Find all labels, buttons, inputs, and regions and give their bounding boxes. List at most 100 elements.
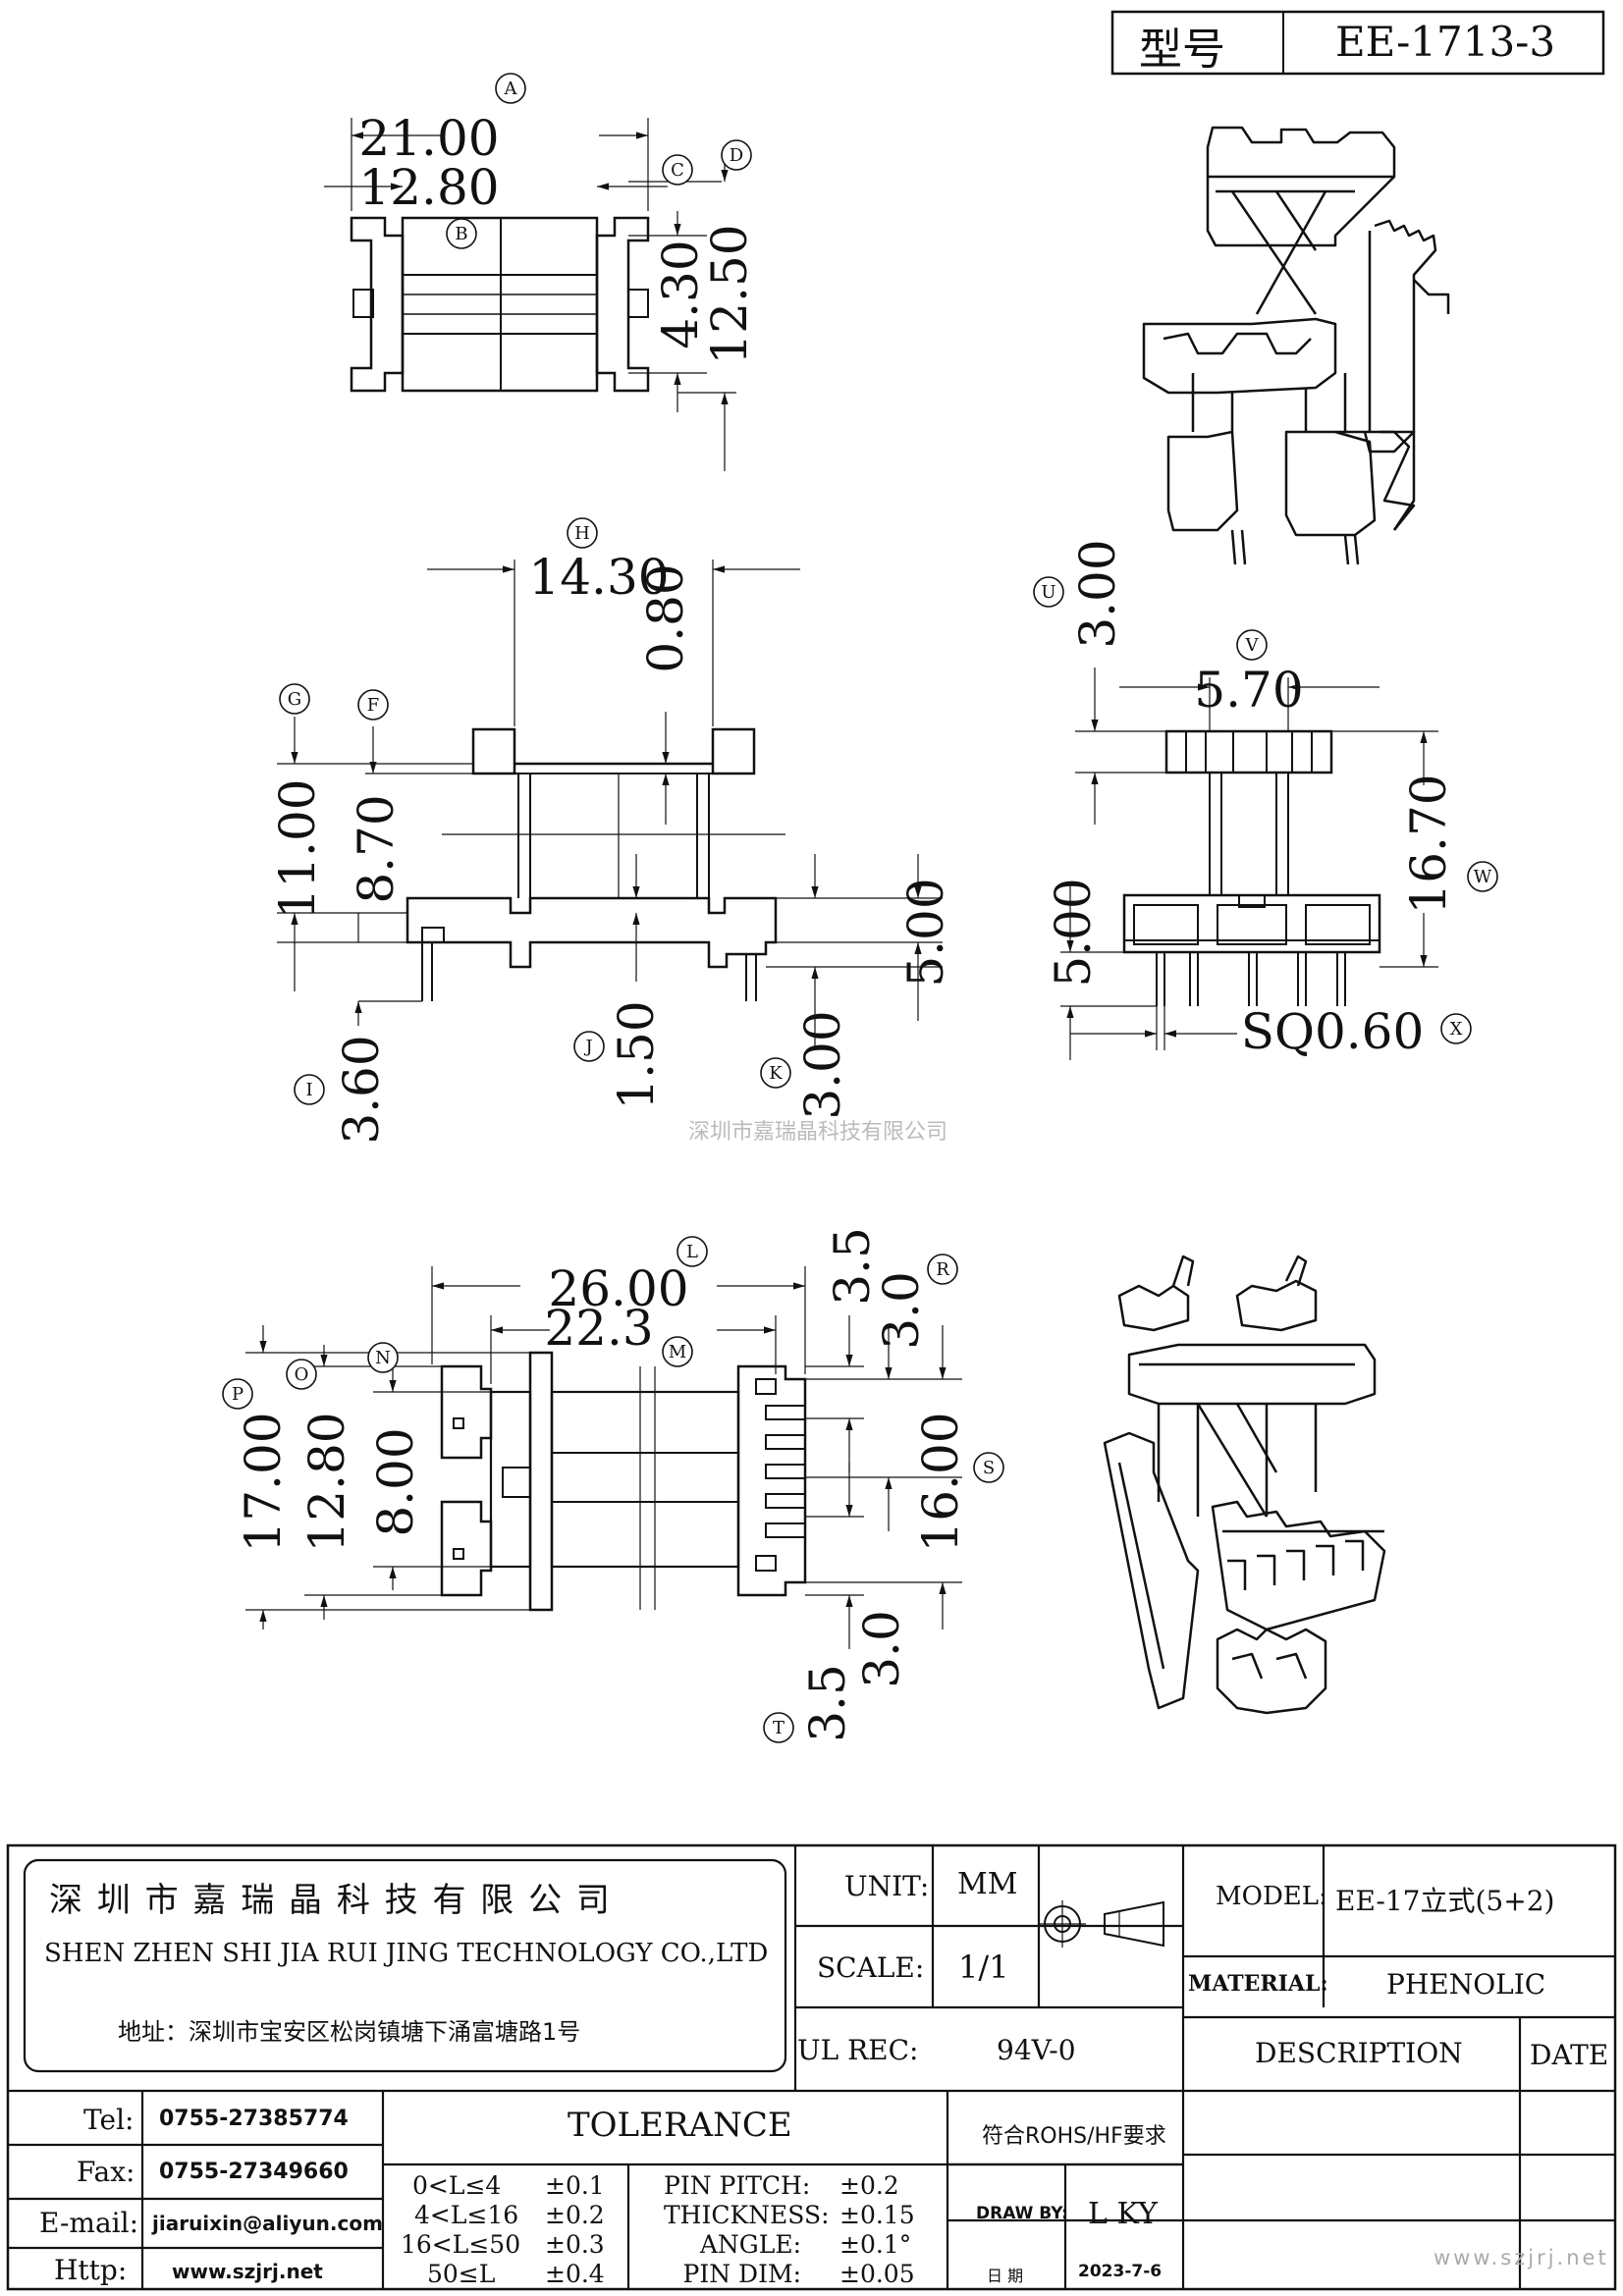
label-d: D	[730, 145, 743, 166]
dim-g: 11.00	[269, 778, 326, 919]
dim-b: 12.80	[358, 159, 499, 216]
projection-symbol	[1039, 1900, 1164, 1948]
dim-t2: 3.0	[853, 1610, 910, 1688]
tol-value-2: ±0.2	[545, 2201, 605, 2229]
dim-k: 3.00	[794, 1010, 851, 1119]
label-v: V	[1245, 635, 1260, 656]
dim-r: 3.5	[824, 1227, 881, 1306]
label-f: F	[367, 695, 380, 716]
label-b: B	[455, 224, 467, 244]
email-value: jiaruixin@aliyun.com	[152, 2212, 383, 2235]
dim-d: 12.50	[701, 224, 758, 364]
label-u: U	[1041, 582, 1055, 603]
tolerance-title: TOLERANCE	[568, 2106, 792, 2145]
label-p: P	[232, 1384, 243, 1405]
side-view	[1060, 667, 1438, 1060]
tol-name-1: PIN PITCH:	[664, 2171, 811, 2200]
company-address: 地址：深圳市宝安区松岗镇塘下涌富塘路1号	[118, 2018, 581, 2046]
label-a: A	[504, 79, 518, 99]
company-name-cn: 深 圳 市 嘉 瑞 晶 科 技 有 限 公 司	[49, 1881, 612, 1920]
model-value: EE-17立式(5+2)	[1335, 1885, 1555, 1917]
drawn-by-value: L KY	[1088, 2197, 1158, 2231]
dim-x: SQ0.60	[1241, 1003, 1425, 1060]
tol-value-4: ±0.4	[545, 2260, 605, 2288]
tol-other-1: ±0.2	[839, 2171, 899, 2200]
scale-value: 1/1	[958, 1949, 1009, 1986]
drawn-by-label: DRAW BY:	[976, 2204, 1068, 2223]
model-label: MODEL:	[1216, 1882, 1327, 1911]
watermark: 深圳市嘉瑞晶科技有限公司	[688, 1120, 947, 1145]
label-c: C	[671, 160, 684, 181]
label-n: N	[375, 1348, 391, 1368]
part-number: EE-1713-3	[1335, 18, 1556, 66]
bottom-view	[245, 1266, 962, 1649]
tol-other-4: ±0.05	[839, 2260, 915, 2288]
tol-name-2: THICKNESS:	[664, 2201, 830, 2229]
fax-value: 0755-27349660	[159, 2160, 349, 2184]
dim-j: 1.50	[608, 1000, 665, 1109]
dim-f: 8.70	[348, 794, 405, 903]
front-view	[277, 560, 943, 1050]
unit-label: UNIT:	[844, 1870, 930, 1902]
label-l: L	[686, 1242, 698, 1262]
label-g: G	[288, 689, 301, 710]
ul-value: 94V-0	[997, 2034, 1076, 2066]
dim-r2: 3.0	[873, 1271, 930, 1350]
tol-other-2: ±0.15	[839, 2201, 915, 2229]
tel-label: Tel:	[83, 2104, 135, 2136]
tol-value-3: ±0.3	[545, 2230, 605, 2259]
tol-name-3: ANGLE:	[699, 2230, 801, 2259]
label-h: H	[574, 523, 590, 544]
dim-h: 14.30	[528, 549, 669, 606]
date-value: 2023-7-6	[1078, 2262, 1163, 2281]
material-value: PHENOLIC	[1386, 1968, 1546, 2001]
dim-t: 3.5	[799, 1664, 856, 1742]
dim-k2: 5.00	[897, 878, 954, 987]
ul-label: UL REC:	[797, 2034, 919, 2066]
tel-value: 0755-27385774	[159, 2107, 349, 2131]
unit-value: MM	[957, 1867, 1018, 1901]
email-label: E-mail:	[39, 2207, 139, 2239]
tol-range-3: 16<L≤50	[401, 2230, 521, 2259]
date-label: DATE	[1530, 2039, 1609, 2071]
label-x: X	[1450, 1019, 1463, 1040]
date-cn-label: 日 期	[987, 2267, 1024, 2285]
http-label: Http:	[54, 2254, 128, 2286]
top-view	[324, 118, 736, 471]
dim-u: 3.00	[1069, 539, 1126, 648]
isometric-view-1	[1142, 126, 1450, 565]
dim-l: 26.00	[548, 1260, 688, 1317]
dim-v: 5.70	[1194, 662, 1303, 719]
tol-value-1: ±0.1	[545, 2171, 605, 2200]
label-m: M	[669, 1342, 686, 1362]
rohs-note: 符合ROHS/HF要求	[982, 2124, 1166, 2149]
scale-label: SCALE:	[817, 1951, 925, 1984]
label-w: W	[1474, 867, 1492, 887]
isometric-view-2	[1103, 1255, 1386, 1715]
type-label: 型号	[1139, 25, 1225, 75]
dim-c: 4.30	[652, 240, 709, 348]
material-label: MATERIAL:	[1188, 1971, 1328, 1997]
url-watermark: www.szjrj.net	[1434, 2246, 1609, 2269]
company-name-en: SHEN ZHEN SHI JIA RUI JING TECHNOLOGY CO…	[44, 1939, 769, 1968]
http-value: www.szjrj.net	[172, 2260, 323, 2283]
label-r: R	[936, 1259, 949, 1280]
label-k: K	[769, 1063, 783, 1084]
dim-s: 16.00	[912, 1412, 969, 1552]
tol-range-4: 50≤L	[427, 2260, 496, 2288]
label-j: J	[583, 1037, 592, 1057]
dim-n: 8.00	[367, 1427, 424, 1536]
fax-label: Fax:	[77, 2156, 135, 2188]
dim-a: 21.00	[358, 110, 499, 167]
label-i: I	[305, 1080, 312, 1100]
description-label: DESCRIPTION	[1255, 2037, 1463, 2069]
dim-i: 3.60	[333, 1035, 390, 1144]
tol-name-4: PIN DIM:	[682, 2260, 801, 2288]
dim-p: 17.00	[235, 1412, 292, 1552]
label-t: T	[773, 1718, 784, 1738]
tol-range-1: 0<L≤4	[412, 2171, 502, 2200]
dim-h2: 0.80	[637, 563, 694, 672]
dim-o: 12.80	[298, 1412, 355, 1552]
label-o: O	[295, 1364, 309, 1385]
